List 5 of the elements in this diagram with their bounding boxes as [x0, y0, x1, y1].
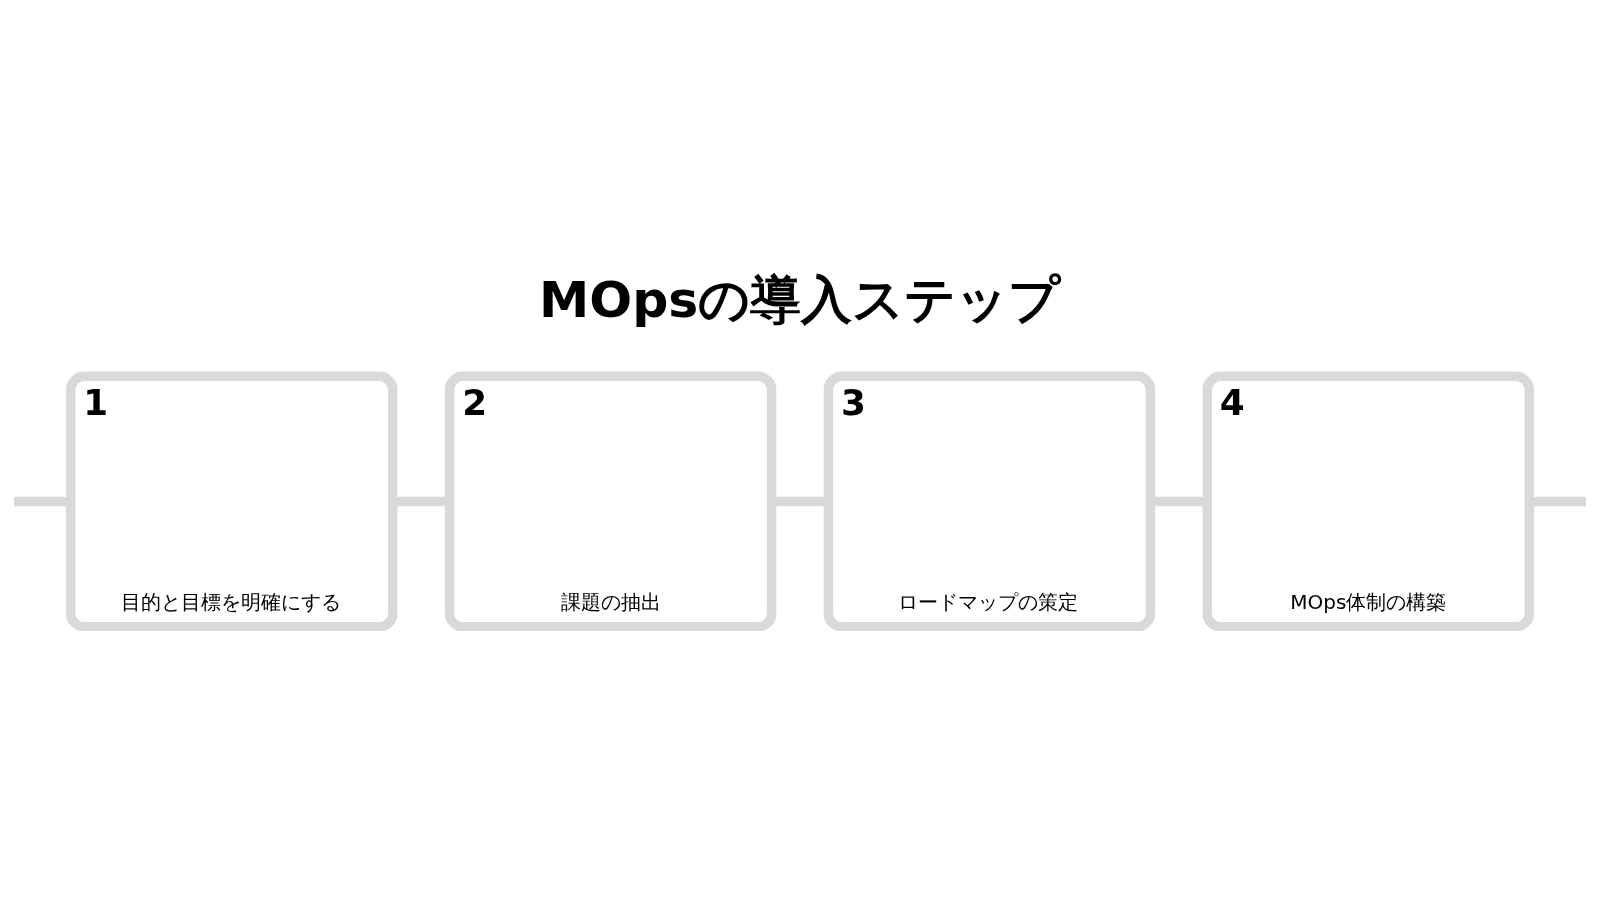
node-box: 1 目的と目標を明確にする — [66, 371, 398, 631]
node-box: 3 ロードマップの策定 — [823, 371, 1156, 631]
node-box: 2 課題の抽出 — [444, 371, 777, 631]
node-box: 4 MOps体制の構築 — [1202, 371, 1534, 631]
diagram-title: MOpsの導入ステップ — [539, 269, 1061, 329]
